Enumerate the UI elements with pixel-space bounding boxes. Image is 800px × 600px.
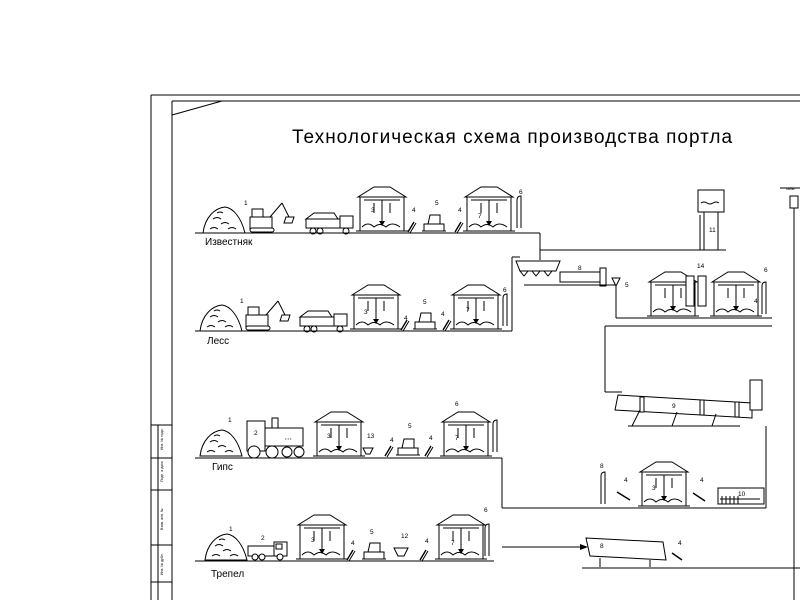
cement-mill-section: 8 4 3 4 10 8 4 (502, 426, 800, 569)
svg-text:13: 13 (367, 433, 375, 440)
svg-text:9: 9 (672, 403, 676, 410)
svg-text:11: 11 (709, 227, 716, 234)
svg-text:Взам. инв. №: Взам. инв. № (160, 508, 164, 530)
line-limestone: 1 3 4 5 4 7 6 Известняк (195, 186, 541, 260)
label-tripoli: Трепел (211, 569, 244, 580)
svg-text:5: 5 (408, 423, 412, 430)
svg-text:14: 14 (697, 263, 705, 270)
svg-text:8: 8 (600, 543, 604, 550)
svg-text:6: 6 (455, 401, 459, 408)
svg-text:2: 2 (261, 535, 265, 542)
svg-text:• • •: • • • (285, 436, 292, 441)
svg-text:4: 4 (700, 477, 704, 484)
svg-text:4: 4 (624, 477, 628, 484)
svg-text:1: 1 (240, 298, 244, 305)
svg-text:3: 3 (371, 207, 375, 214)
svg-text:5: 5 (423, 299, 427, 306)
label-loess: Лесс (207, 336, 229, 347)
svg-text:4: 4 (390, 437, 394, 444)
svg-text:4: 4 (441, 311, 445, 318)
svg-text:4: 4 (754, 298, 758, 305)
svg-text:7: 7 (451, 540, 455, 547)
svg-text:4: 4 (678, 540, 682, 547)
svg-text:2: 2 (254, 430, 258, 437)
svg-text:Подп. и дата: Подп. и дата (160, 461, 164, 482)
svg-text:Инв. № дубл.: Инв. № дубл. (160, 553, 164, 575)
svg-text:12: 12 (401, 533, 409, 540)
svg-text:7: 7 (455, 435, 459, 442)
svg-text:7: 7 (466, 307, 470, 314)
svg-text:4: 4 (412, 207, 416, 214)
scheme-title: Технологическая схема производства портл… (292, 127, 733, 148)
svg-text:1: 1 (244, 200, 248, 207)
svg-text:6: 6 (503, 287, 507, 294)
label-limestone: Известняк (205, 237, 253, 248)
svg-text:5: 5 (625, 282, 629, 289)
svg-text:1: 1 (228, 417, 232, 424)
svg-text:Тайм: Тайм (785, 186, 795, 191)
line-loess: 1 3 4 5 4 7 6 Лесс (195, 256, 520, 347)
svg-text:6: 6 (519, 189, 523, 196)
label-gypsum: Гипс (212, 462, 233, 473)
svg-text:1: 1 (229, 526, 233, 533)
svg-text:6: 6 (484, 507, 488, 514)
line-gypsum: • • • 1 2 3 13 4 5 4 7 6 Гипс (195, 401, 503, 508)
line-tripoli: 1 2 3 4 5 12 4 7 6 Трепел (195, 507, 494, 580)
svg-text:4: 4 (404, 315, 408, 322)
svg-text:3: 3 (327, 433, 331, 440)
svg-text:4: 4 (351, 540, 355, 547)
svg-text:8: 8 (600, 463, 604, 470)
svg-text:3: 3 (364, 309, 368, 316)
svg-text:7: 7 (478, 213, 482, 220)
svg-text:3: 3 (311, 537, 315, 544)
svg-text:Инв. № подл.: Инв. № подл. (160, 428, 164, 450)
svg-text:6: 6 (764, 267, 768, 274)
drawing-frame: Инв. № подл. Подп. и дата Взам. инв. № И… (150, 94, 800, 600)
svg-text:8: 8 (578, 265, 582, 272)
svg-text:4: 4 (458, 207, 462, 214)
svg-text:4: 4 (425, 538, 429, 545)
svg-text:4: 4 (429, 435, 433, 442)
svg-text:5: 5 (370, 529, 374, 536)
svg-text:3: 3 (652, 485, 656, 492)
svg-text:10: 10 (738, 491, 746, 498)
raw-mill-section: 11 8 5 14 6 4 Тайм (515, 186, 800, 600)
svg-text:5: 5 (435, 200, 439, 207)
rotary-kiln: 9 (604, 325, 772, 427)
